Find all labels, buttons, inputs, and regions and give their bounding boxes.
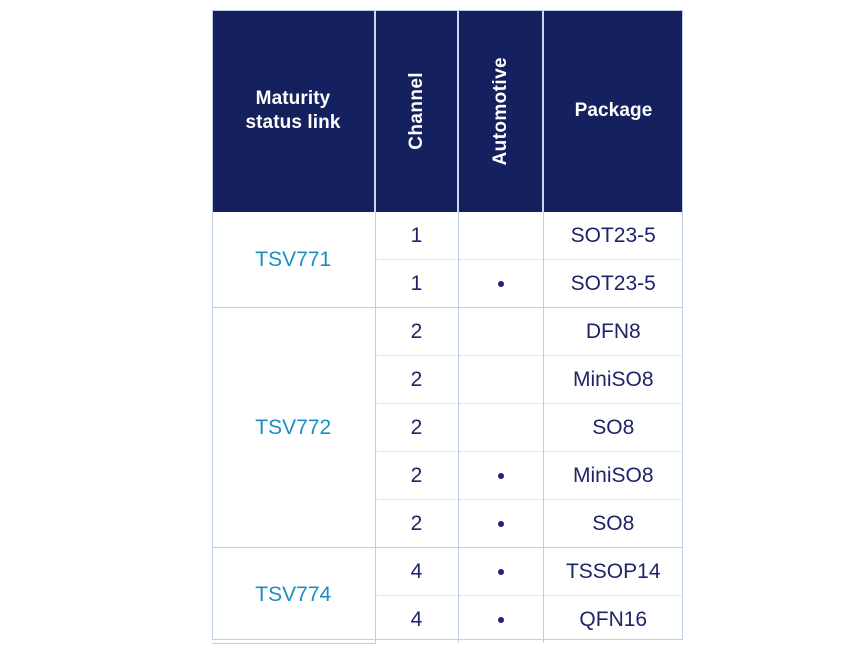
- channel-cell: 2: [375, 403, 459, 452]
- package-cell: QFN16: [543, 595, 683, 643]
- package-cell: SOT23-5: [543, 212, 683, 260]
- column-header-package: Package: [543, 10, 683, 212]
- table-header: Maturity status link Channel Automotive …: [212, 10, 683, 212]
- package-cell: SOT23-5: [543, 259, 683, 308]
- column-header-channel-label: Channel: [405, 72, 427, 150]
- automotive-cell: [458, 547, 544, 596]
- automotive-cell: [458, 451, 544, 500]
- table-header-row: Maturity status link Channel Automotive …: [212, 10, 683, 212]
- table-row: TSV774 4 TSSOP14: [212, 547, 683, 644]
- product-link[interactable]: TSV772: [255, 415, 332, 439]
- table-row: 2 MiniSO8: [212, 355, 683, 404]
- table-row: 1 SOT23-5: [212, 259, 683, 308]
- table-row: 2 SO8: [212, 499, 683, 548]
- table-row: 4 QFN16: [212, 595, 683, 643]
- automotive-cell: [458, 595, 544, 643]
- table-row: 2 SO8: [212, 403, 683, 452]
- column-header-maturity-status-link: Maturity status link: [212, 10, 376, 212]
- product-link[interactable]: TSV771: [255, 247, 332, 271]
- maturity-status-link-cell[interactable]: TSV774: [212, 547, 376, 644]
- package-cell: MiniSO8: [543, 355, 683, 404]
- automotive-bullet-icon: [497, 568, 504, 575]
- table-row: TSV772 2 DFN8: [212, 307, 683, 548]
- channel-cell: 4: [375, 595, 459, 643]
- automotive-bullet-icon: [497, 520, 504, 527]
- automotive-cell: [458, 259, 544, 308]
- column-header-channel-wrap: Channel: [376, 10, 457, 212]
- product-selector-table: Maturity status link Channel Automotive …: [212, 10, 683, 644]
- maturity-status-link-cell[interactable]: TSV772: [212, 307, 376, 548]
- automotive-cell: [458, 212, 544, 260]
- automotive-cell: [458, 403, 544, 452]
- automotive-bullet-icon: [497, 472, 504, 479]
- automotive-bullet-icon: [497, 280, 504, 287]
- package-cell: TSSOP14: [543, 547, 683, 596]
- column-header-automotive-wrap: Automotive: [459, 10, 542, 212]
- package-cell: SO8: [543, 403, 683, 452]
- channel-cell: 1: [375, 259, 459, 308]
- table-row: 2 MiniSO8: [212, 451, 683, 500]
- column-header-channel: Channel: [375, 10, 459, 212]
- channel-cell: 2: [375, 307, 459, 356]
- column-header-automotive-label: Automotive: [489, 56, 511, 166]
- automotive-cell: [458, 499, 544, 548]
- channel-cell: 2: [375, 451, 459, 500]
- maturity-status-link-cell[interactable]: TSV771: [212, 212, 376, 308]
- automotive-bullet-icon: [497, 616, 504, 623]
- column-header-package-label: Package: [574, 100, 653, 122]
- channel-cell: 2: [375, 355, 459, 404]
- package-cell: MiniSO8: [543, 451, 683, 500]
- channel-cell: 2: [375, 499, 459, 548]
- automotive-cell: [458, 355, 544, 404]
- package-cell: DFN8: [543, 307, 683, 356]
- channel-cell: 1: [375, 212, 459, 260]
- automotive-cell: [458, 307, 544, 356]
- column-header-maturity-label: Maturity status link: [245, 88, 341, 133]
- column-header-automotive: Automotive: [458, 10, 544, 212]
- package-cell: SO8: [543, 499, 683, 548]
- product-link[interactable]: TSV774: [255, 583, 332, 607]
- channel-cell: 4: [375, 547, 459, 596]
